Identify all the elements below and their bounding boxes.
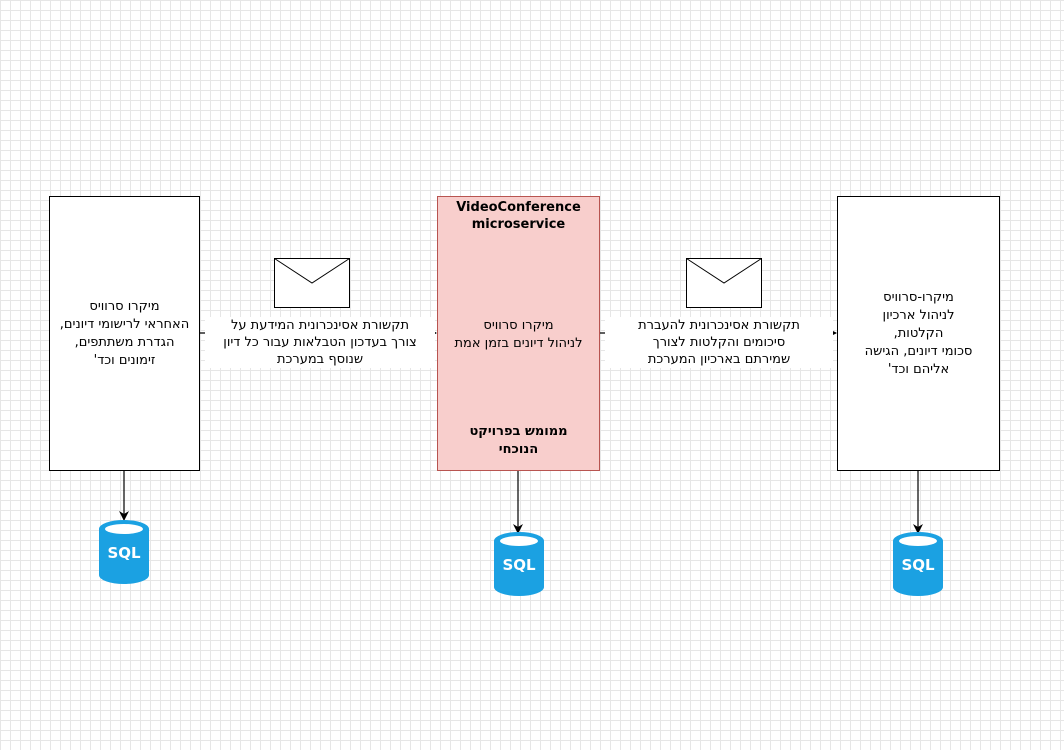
database-icon[interactable]: SQL bbox=[494, 532, 544, 596]
database-icon[interactable]: SQL bbox=[893, 532, 943, 596]
database-cylinder bbox=[494, 532, 544, 596]
videoconference-microservice-box[interactable]: VideoConference microservice מיקרו סרווי… bbox=[437, 196, 600, 471]
booking-microservice-box[interactable]: מיקרו סרוויס האחראי לרישומי דיונים, הגדר… bbox=[49, 196, 200, 471]
database-icon[interactable]: SQL bbox=[99, 520, 149, 584]
envelope-icon[interactable] bbox=[686, 258, 762, 308]
videoconference-note: ממומש בפרויקט הנוכחי bbox=[469, 424, 568, 457]
videoconference-title: VideoConference microservice bbox=[456, 200, 581, 232]
archive-microservice-label: מיקרו-סרוויס לניהול ארכיון הקלטות, סכומי… bbox=[864, 289, 973, 377]
envelope-icon[interactable] bbox=[274, 258, 350, 308]
edge-label-center-to-right: תקשורת אסינכרונית להעברת סיכומים והקלטות… bbox=[605, 317, 833, 368]
database-cylinder bbox=[893, 532, 943, 596]
database-label: SQL bbox=[502, 556, 536, 574]
edge-label-left-to-center: תקשורת אסינכרונית המידעת על צורך בעדכון … bbox=[205, 317, 435, 368]
database-cylinder bbox=[99, 520, 149, 584]
archive-microservice-box[interactable]: מיקרו-סרוויס לניהול ארכיון הקלטות, סכומי… bbox=[837, 196, 1000, 471]
database-label: SQL bbox=[901, 556, 935, 574]
booking-microservice-label: מיקרו סרוויס האחראי לרישומי דיונים, הגדר… bbox=[59, 298, 190, 368]
videoconference-description: מיקרו סרוויס לניהול דיונים בזמן אמת bbox=[454, 318, 583, 351]
database-label: SQL bbox=[107, 544, 141, 562]
